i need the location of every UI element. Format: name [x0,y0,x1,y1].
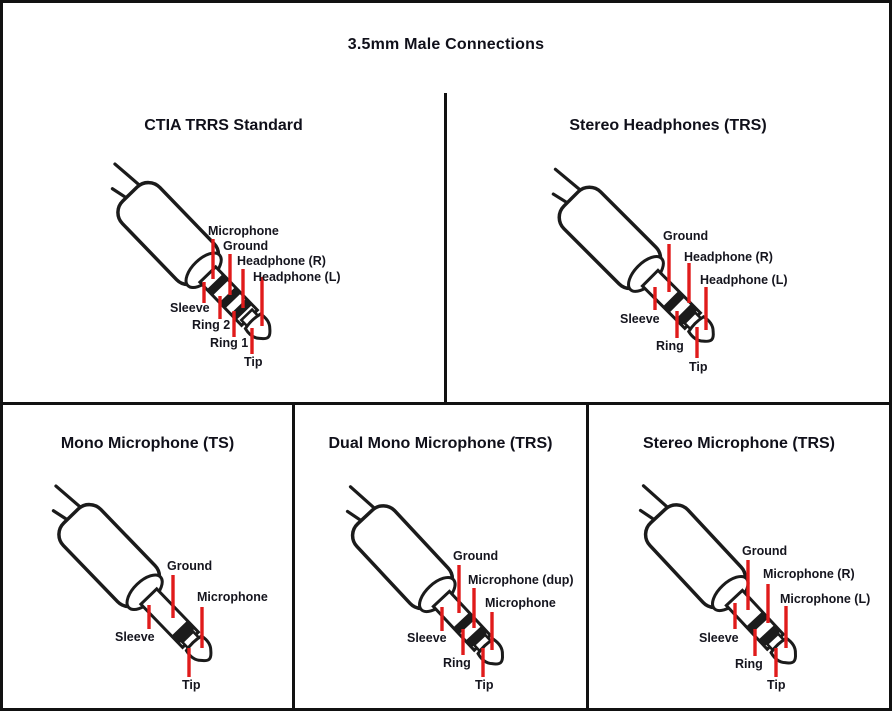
trs-plug-illustration [295,405,586,705]
label-microphone: Microphone [485,596,556,610]
label-microphone-dup: Microphone (dup) [468,573,574,587]
label-headphone-l: Headphone (L) [700,273,788,287]
label-microphone-r: Microphone (R) [763,567,855,581]
label-tip: Tip [767,678,786,692]
label-ring-1: Ring 1 [210,336,249,350]
label-sleeve: Sleeve [699,631,739,645]
panel-ctia-trrs: CTIA TRRS Standard Microphone Ground Hea… [3,93,444,401]
label-ground: Ground [223,239,269,253]
panel-title: Dual Mono Microphone (TRS) [328,435,553,452]
label-tip: Tip [182,678,201,692]
divider-vertical-bottom-left [292,405,295,708]
panel-stereo-microphone: Stereo Microphone (TRS) Ground Microphon… [589,405,889,705]
panel-mono-microphone: Mono Microphone (TS) Ground Microphone S… [3,405,292,705]
label-headphone-r: Headphone (R) [237,254,326,268]
ts-plug-illustration [3,405,292,705]
trs-plug-illustration [589,405,889,705]
label-tip: Tip [689,360,708,374]
label-ring-2: Ring 2 [192,318,231,332]
label-ring: Ring [656,339,684,353]
divider-horizontal [3,402,889,405]
label-sleeve: Sleeve [407,631,447,645]
label-tip: Tip [475,678,494,692]
label-ground: Ground [663,229,709,243]
label-tip: Tip [244,355,263,369]
label-sleeve: Sleeve [620,312,660,326]
label-ring: Ring [735,657,763,671]
panel-stereo-headphones: Stereo Headphones (TRS) Ground Headphone… [447,93,889,401]
label-sleeve: Sleeve [170,301,210,315]
label-sleeve: Sleeve [115,630,155,644]
diagram-title: 3.5mm Male Connections [347,36,545,53]
ts-plug [30,475,228,677]
label-ground: Ground [742,544,788,558]
panel-title: Stereo Microphone (TRS) [642,435,835,452]
label-microphone-l: Microphone (L) [780,592,871,606]
trs-plug-illustration [447,93,889,401]
label-ground: Ground [167,559,213,573]
panel-dual-mono-microphone: Dual Mono Microphone (TRS) Ground Microp… [295,405,586,705]
label-microphone: Microphone [197,590,268,604]
panel-title: Stereo Headphones (TRS) [569,117,767,134]
trrs-plug-illustration [3,93,444,401]
label-headphone-r: Headphone (R) [684,250,773,264]
label-headphone-l: Headphone (L) [253,270,341,284]
divider-vertical-top [444,93,447,403]
panel-title: CTIA TRRS Standard [144,117,303,134]
label-ground: Ground [453,549,499,563]
label-ring: Ring [443,656,471,670]
divider-vertical-bottom-right [586,405,589,708]
label-microphone: Microphone [208,224,279,238]
panel-title: Mono Microphone (TS) [60,435,235,452]
